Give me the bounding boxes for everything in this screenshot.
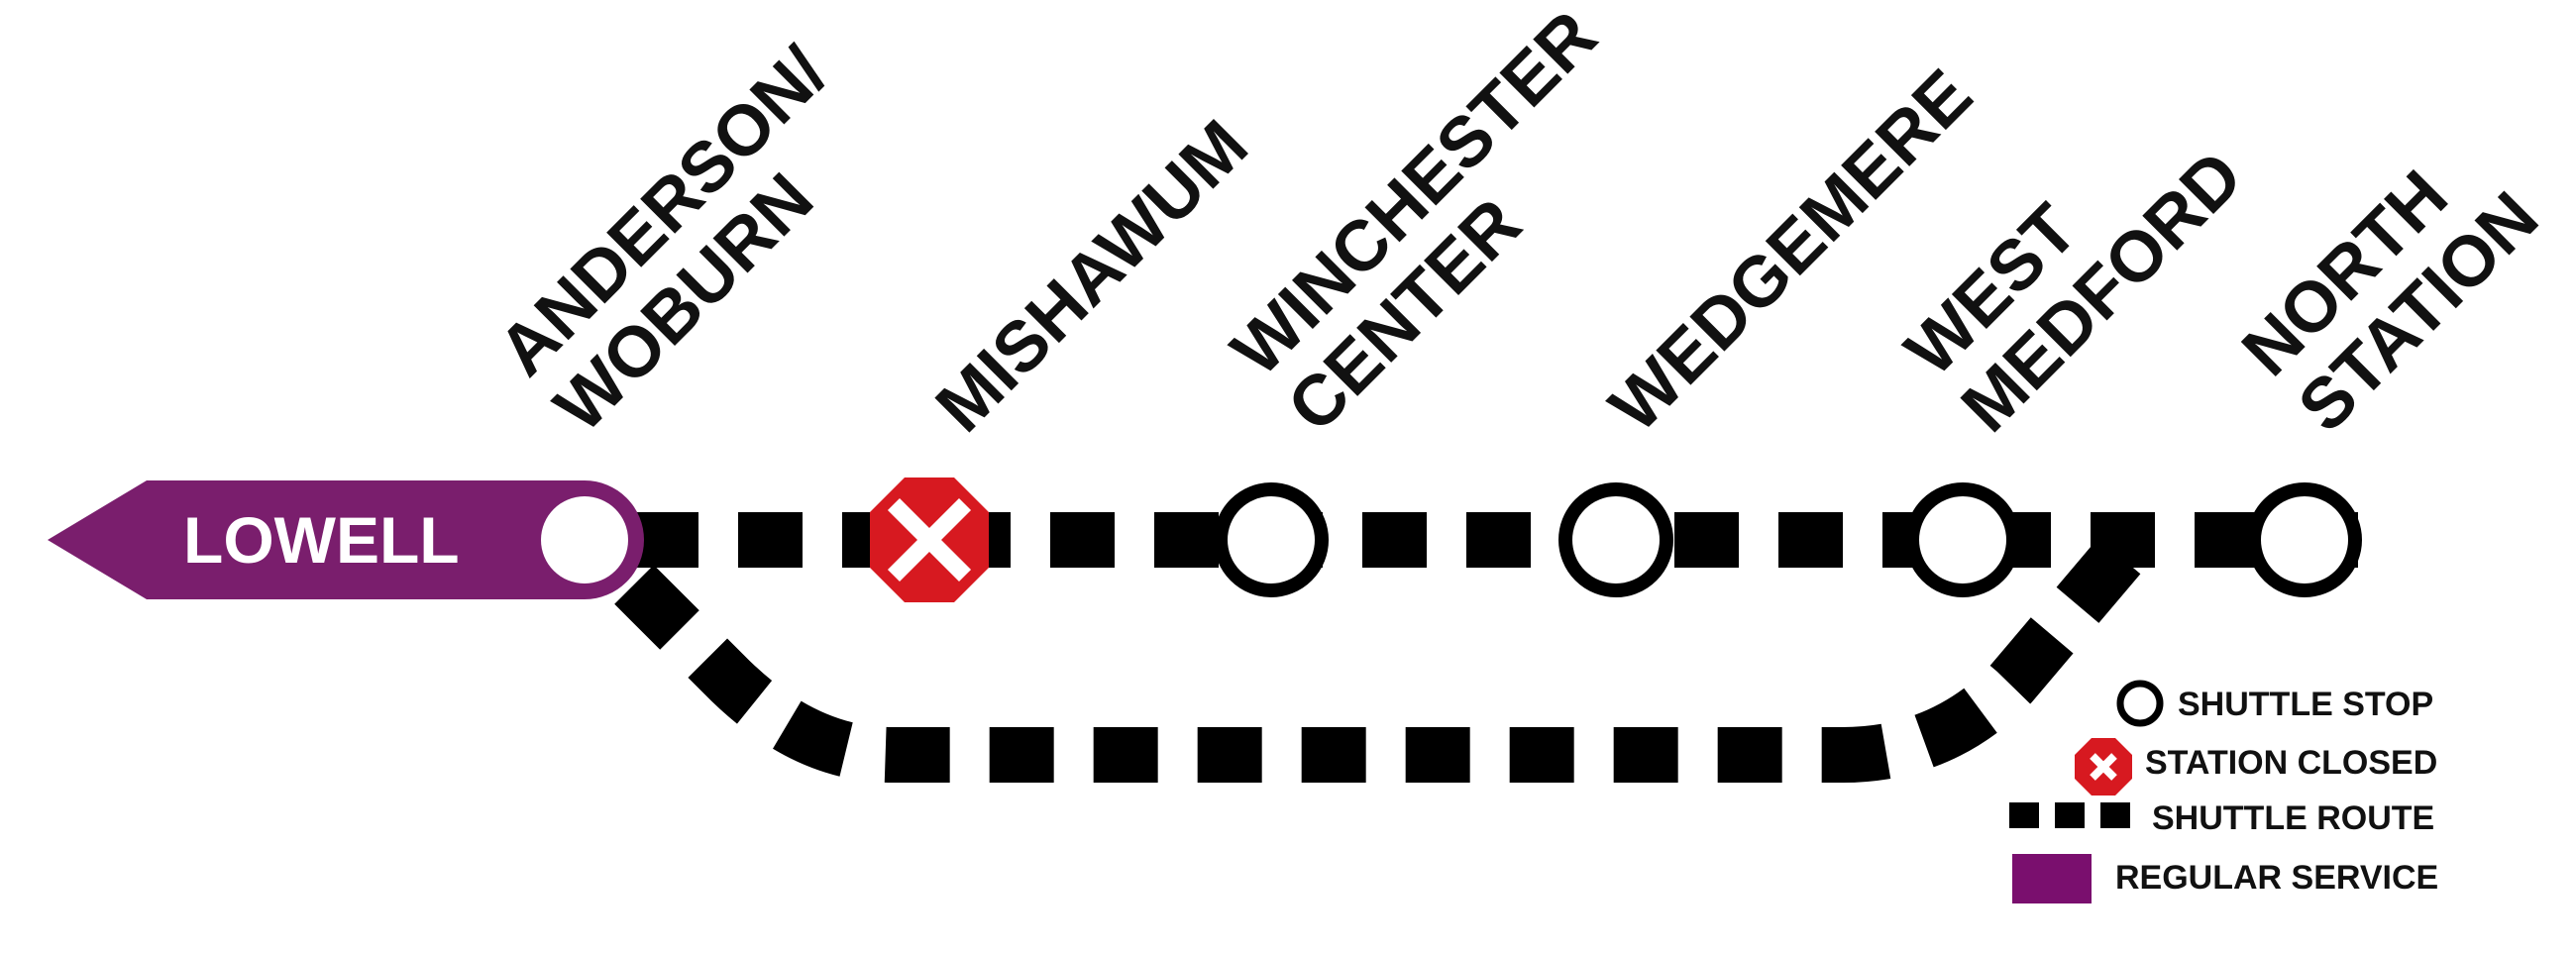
station-label-wedgemere: WEDGEMERE [1595, 54, 1987, 447]
terminal-stop-circle [541, 496, 628, 584]
legend-regular-service: REGULAR SERVICE [2012, 854, 2438, 903]
regular-service-swatch [2012, 854, 2092, 903]
station-label-line1: MISHAWUM [921, 105, 1263, 447]
station-north-station-stop [2247, 482, 2362, 597]
station-winchester-center-stop [1214, 482, 1329, 597]
shuttle-stop-icon [2116, 680, 2164, 727]
station-west-medford-stop [1905, 482, 2020, 597]
station-wedgemere-stop [1558, 482, 1673, 597]
legend: SHUTTLE STOP STATION CLOSED SHUTTLE ROUT… [2009, 680, 2438, 903]
legend-station-closed-label: STATION CLOSED [2145, 744, 2437, 782]
station-mishawum-closed [870, 478, 989, 602]
regular-service-terminal [48, 480, 644, 599]
station-label-line1: WEDGEMERE [1595, 54, 1987, 447]
legend-shuttle-route-label: SHUTTLE ROUTE [2152, 799, 2434, 837]
legend-shuttle-stop-label: SHUTTLE STOP [2178, 686, 2433, 723]
terminal-label: LOWELL [183, 503, 460, 577]
station-label-mishawum: MISHAWUM [921, 105, 1263, 447]
legend-shuttle-stop: SHUTTLE STOP [2116, 680, 2433, 727]
legend-regular-service-label: REGULAR SERVICE [2115, 859, 2438, 897]
shuttle-route-bypass [614, 536, 2142, 783]
station-label-anderson-woburn: ANDERSON/ WOBURN [483, 19, 912, 448]
station-label-north-station: NORTH STATION [2227, 121, 2553, 447]
legend-station-closed: STATION CLOSED [2075, 738, 2437, 796]
legend-shuttle-route: SHUTTLE ROUTE [2009, 799, 2434, 837]
